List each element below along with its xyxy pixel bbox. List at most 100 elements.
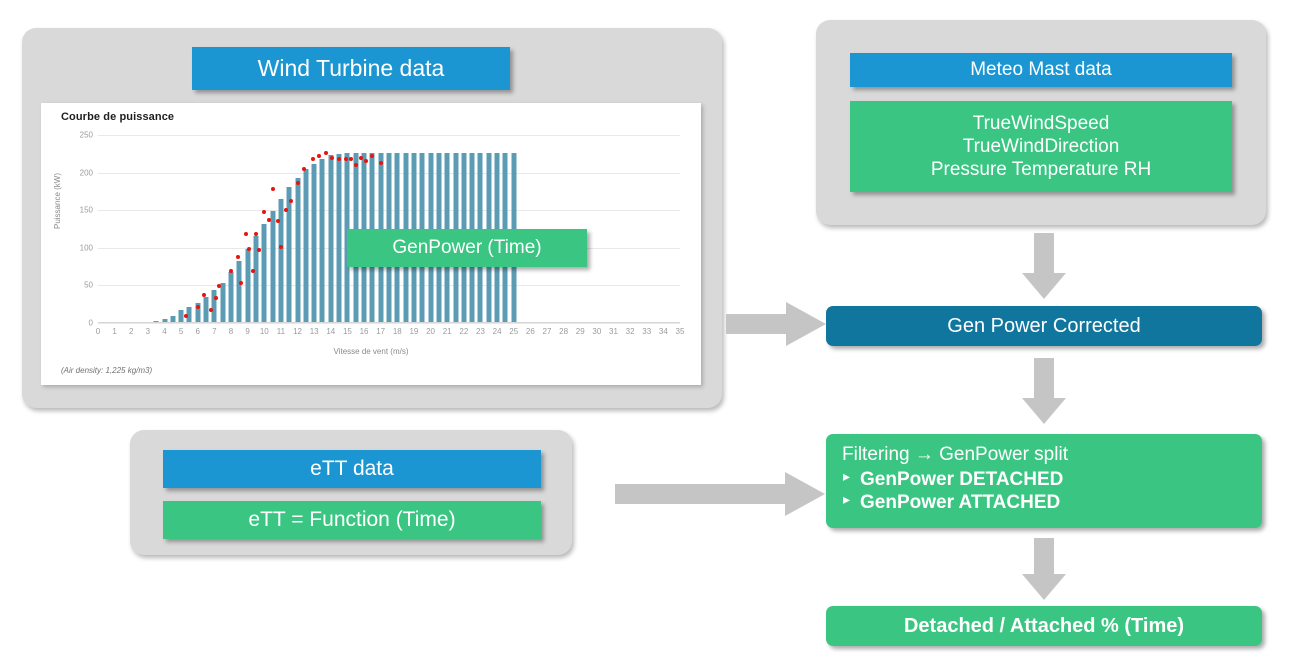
- chart-x-tick-label: 18: [392, 327, 402, 336]
- chart-x-tick-label: 25: [509, 327, 519, 336]
- chart-x-tick-label: 1: [112, 327, 117, 336]
- wind-turbine-title-box[interactable]: Wind Turbine data: [192, 47, 510, 90]
- ett-title-box[interactable]: eTT data: [163, 450, 541, 488]
- chart-x-tick-label: 20: [426, 327, 436, 336]
- chart-scatter-point: [323, 150, 328, 155]
- chart-x-tick-label: 7: [212, 327, 217, 336]
- chart-bar: [211, 290, 217, 322]
- chart-footnote: (Air density: 1,225 kg/m3): [61, 366, 153, 375]
- gen-power-corrected-box[interactable]: Gen Power Corrected: [826, 306, 1262, 346]
- chart-x-tick-label: 23: [476, 327, 485, 336]
- chart-x-tick-label: 35: [675, 327, 685, 336]
- chart-bar: [261, 223, 267, 322]
- chart-bar: [295, 177, 301, 322]
- chart-scatter-point: [235, 255, 240, 260]
- chart-scatter-point: [353, 163, 358, 168]
- chart-x-tick-label: 8: [228, 327, 234, 336]
- chart-scatter-point: [202, 292, 207, 297]
- chart-x-tick-label: 26: [525, 327, 535, 336]
- chart-x-tick-label: 31: [609, 327, 618, 336]
- filtering-item-attached[interactable]: GenPower ATTACHED: [843, 491, 1262, 514]
- chart-x-tick-label: 13: [309, 327, 319, 336]
- chart-bar: [311, 164, 317, 322]
- chart-x-tick-label: 29: [575, 327, 585, 336]
- meteo-variable-0: TrueWindSpeed: [972, 112, 1110, 134]
- chart-y-tick-label: 50: [84, 280, 93, 290]
- chart-scatter-point: [343, 156, 348, 161]
- arrow-down-gen-power-to-filtering: [1020, 358, 1068, 424]
- detached-attached-result-label: Detached / Attached % (Time): [903, 614, 1185, 637]
- meteo-variable-2: Pressure Temperature RH: [930, 159, 1152, 181]
- filtering-heading: Filtering → GenPower split: [842, 444, 1068, 465]
- chart-bar: [303, 168, 309, 322]
- chart-x-axis-label: Vitesse de vent (m/s): [333, 347, 409, 356]
- chart-scatter-point: [330, 155, 335, 160]
- chart-bar: [319, 158, 325, 322]
- chart-scatter-point: [348, 156, 353, 161]
- arrow-right-to-gen-power-corrected: [726, 300, 826, 348]
- chart-x-tick-label: 33: [642, 327, 652, 336]
- chart-x-tick-label: 14: [326, 327, 336, 336]
- chart-gridline: [98, 135, 680, 136]
- chart-x-tick-label: 15: [342, 327, 352, 336]
- chart-x-tick-label: 9: [245, 327, 250, 336]
- chart-x-tick-label: 16: [359, 327, 369, 336]
- arrow-down-meteo-to-gen-power: [1020, 233, 1068, 299]
- chart-y-tick-label: 150: [79, 205, 93, 215]
- chart-x-tick-label: 0: [95, 327, 101, 336]
- meteo-variables-box[interactable]: TrueWindSpeed TrueWindDirection Pressure…: [850, 101, 1232, 192]
- chart-scatter-point: [229, 268, 234, 273]
- arrow-down-filtering-to-result: [1020, 538, 1068, 600]
- chart-x-tick-label: 32: [625, 327, 635, 336]
- ett-function-box[interactable]: eTT = Function (Time): [163, 501, 541, 539]
- chart-scatter-point: [363, 158, 368, 163]
- filtering-item-detached[interactable]: GenPower DETACHED: [843, 468, 1262, 491]
- wind-turbine-title-label: Wind Turbine data: [257, 55, 445, 82]
- chart-x-tick-label: 4: [162, 327, 167, 336]
- chart-x-tick-label: 21: [442, 327, 452, 336]
- chart-scatter-point: [250, 268, 255, 273]
- chart-scatter-point: [239, 280, 243, 285]
- chart-scatter-point: [337, 156, 342, 161]
- chart-bar: [253, 236, 259, 322]
- genpower-time-box[interactable]: GenPower (Time): [347, 229, 587, 267]
- chart-scatter-point: [267, 218, 272, 223]
- chart-bar: [286, 186, 292, 322]
- chart-scatter-point: [257, 247, 262, 252]
- chart-bar: [270, 211, 276, 322]
- chart-x-tick-label: 34: [658, 327, 668, 336]
- chart-y-tick-label: 0: [88, 318, 93, 328]
- meteo-title-box[interactable]: Meteo Mast data: [850, 53, 1232, 87]
- chart-scatter-point: [270, 187, 275, 192]
- chart-scatter-point: [262, 209, 267, 214]
- detached-attached-result-box[interactable]: Detached / Attached % (Time): [826, 606, 1262, 646]
- chart-title: Courbe de puissance: [61, 111, 175, 123]
- chart-bar: [186, 306, 192, 322]
- chart-x-tick-label: 12: [293, 327, 302, 336]
- chart-bar: [178, 309, 184, 322]
- filtering-box[interactable]: Filtering → GenPower split GenPower DETA…: [826, 434, 1262, 528]
- chart-x-tick-label: 24: [492, 327, 502, 336]
- chart-x-tick-label: 6: [195, 327, 200, 336]
- genpower-time-label: GenPower (Time): [392, 237, 542, 259]
- chart-scatter-point: [317, 153, 322, 158]
- chart-x-tick-label: 2: [129, 327, 134, 336]
- chart-scatter-point: [275, 218, 280, 223]
- chart-bar: [203, 297, 209, 322]
- chart-scatter-point: [302, 167, 307, 172]
- arrow-right-to-filtering: [615, 470, 825, 518]
- meteo-variable-1: TrueWindDirection: [962, 135, 1120, 157]
- chart-y-axis-label: Puissance (kW): [53, 172, 62, 229]
- chart-x-tick-label: 28: [559, 327, 569, 336]
- chart-bar: [228, 271, 234, 322]
- chart-y-tick-label: 100: [79, 243, 93, 253]
- chart-scatter-point: [295, 180, 300, 185]
- chart-x-tick-label: 22: [459, 327, 469, 336]
- chart-scatter-point: [195, 305, 200, 310]
- chart-y-tick-label: 250: [79, 130, 93, 140]
- gen-power-corrected-label: Gen Power Corrected: [947, 314, 1141, 337]
- chart-scatter-point: [310, 156, 315, 161]
- filtering-list: GenPower DETACHED GenPower ATTACHED: [843, 468, 1262, 514]
- chart-scatter-point: [278, 244, 283, 249]
- chart-gridline: [98, 323, 680, 324]
